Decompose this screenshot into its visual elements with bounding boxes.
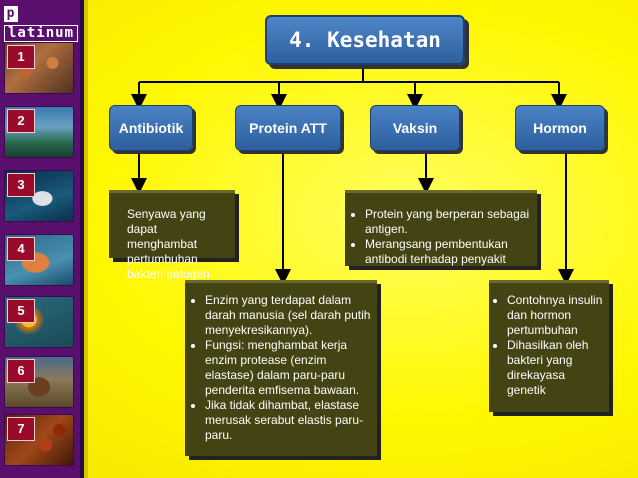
sidebar-item-number: 6 xyxy=(7,359,35,383)
logo-text: latinum xyxy=(4,25,79,42)
logo-mark: p xyxy=(4,6,18,22)
list-item: Jika tidak dihambat, elastase merusak se… xyxy=(205,398,371,443)
sidebar-divider-accent xyxy=(84,0,88,478)
sidebar-item-number: 2 xyxy=(7,109,35,133)
desc-protein-list: Enzim yang terdapat dalam darah manusia … xyxy=(189,293,371,443)
desc-antibiotik-text: Senyawa yang dapat menghambat pertumbuha… xyxy=(127,207,210,281)
sidebar-item-number: 5 xyxy=(7,299,35,323)
desc-protein-att: Enzim yang terdapat dalam darah manusia … xyxy=(185,280,377,456)
desc-hormon-list: Contohnya insulin dan hormon pertumbuhan… xyxy=(491,293,605,398)
sidebar-item-5[interactable]: 5 xyxy=(4,296,74,348)
sidebar-item-number: 1 xyxy=(7,45,35,69)
desc-hormon: Contohnya insulin dan hormon pertumbuhan… xyxy=(489,280,609,412)
sidebar-divider xyxy=(80,0,84,478)
category-antibiotik: Antibiotik xyxy=(109,105,193,151)
category-hormon: Hormon xyxy=(515,105,605,151)
sidebar-item-number: 4 xyxy=(7,237,35,261)
list-item: Dihasilkan oleh bakteri yang direkayasa … xyxy=(507,338,605,398)
sidebar-item-number: 7 xyxy=(7,417,35,441)
category-vaksin: Vaksin xyxy=(370,105,460,151)
list-item: Protein yang berperan sebagai antigen. xyxy=(365,207,531,237)
sidebar-item-7[interactable]: 7 xyxy=(4,414,74,466)
sidebar-item-6[interactable]: 6 xyxy=(4,356,74,408)
category-protein-att: Protein ATT xyxy=(235,105,341,151)
logo: p latinum xyxy=(4,6,86,42)
list-item: Fungsi: menghambat kerja enzim protease … xyxy=(205,338,371,398)
sidebar-item-number: 3 xyxy=(7,173,35,197)
list-item: Contohnya insulin dan hormon pertumbuhan xyxy=(507,293,605,338)
list-item: Merangsang pembentukan antibodi terhadap… xyxy=(365,237,531,267)
sidebar-item-2[interactable]: 2 xyxy=(4,106,74,158)
sidebar-item-4[interactable]: 4 xyxy=(4,234,74,286)
desc-vaksin-list: Protein yang berperan sebagai antigen. M… xyxy=(349,207,531,267)
desc-antibiotik: Senyawa yang dapat menghambat pertumbuha… xyxy=(109,190,235,281)
sidebar-item-3[interactable]: 3 xyxy=(4,170,74,222)
list-item: Enzim yang terdapat dalam darah manusia … xyxy=(205,293,371,338)
desc-vaksin: Protein yang berperan sebagai antigen. M… xyxy=(345,190,537,266)
page-title: 4. Kesehatan xyxy=(265,15,465,65)
sidebar-item-1[interactable]: 1 xyxy=(4,42,74,94)
